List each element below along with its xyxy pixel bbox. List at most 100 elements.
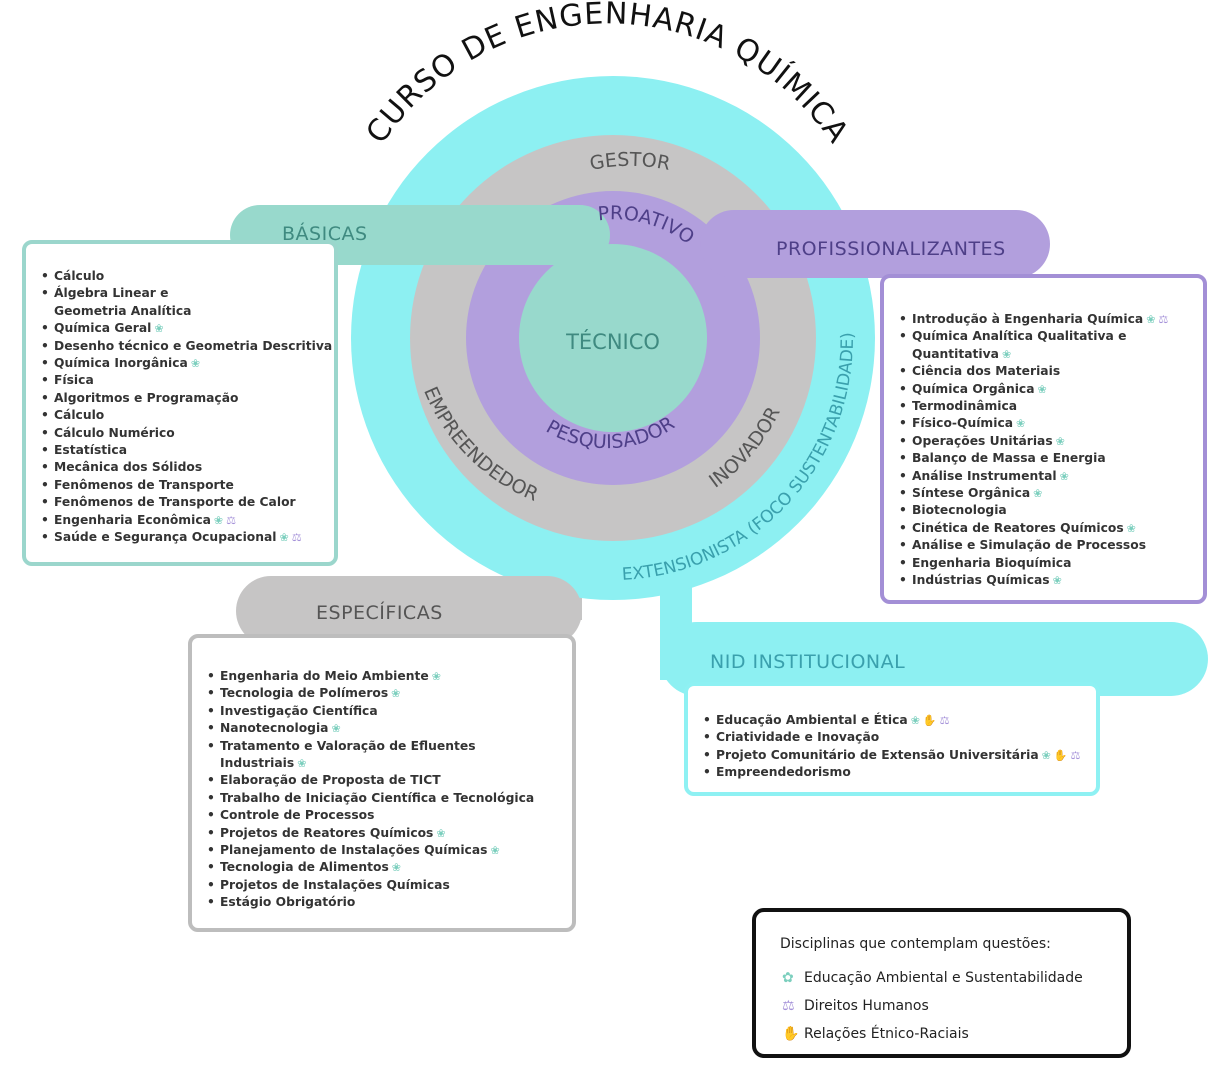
list-item-label: Química Geral — [54, 321, 152, 336]
list-item-label: Trabalho de Iniciação Científica e Tecno… — [220, 790, 535, 805]
list-item-label: Química Orgânica — [912, 381, 1035, 396]
leaf-icon: ❀ — [1055, 434, 1065, 448]
list-item-label: Cálculo — [54, 269, 105, 283]
leaf-icon: ❀ — [1037, 382, 1047, 396]
list-item-label: Tecnologia de Alimentos — [220, 860, 389, 875]
list-item-label: Elaboração de Proposta de TICT — [220, 773, 441, 788]
list-item-label: Engenharia Econômica — [54, 512, 211, 527]
leaf-icon: ❀ — [1016, 417, 1026, 431]
leaf-icon: ✿ — [782, 970, 794, 986]
list-item: Tecnologia de Polímeros❀ — [207, 685, 572, 703]
list-item: Educação Ambiental e Ética❀✋⚖ — [703, 712, 1096, 730]
leaf-icon: ❀ — [391, 687, 401, 701]
list-item-label: Engenharia do Meio Ambiente — [220, 669, 429, 683]
legend-item-direitos-humanos: ⚖Direitos Humanos — [782, 998, 929, 1014]
leaf-icon: ❀ — [490, 844, 500, 858]
list-item: Introdução à Engenharia Química❀⚖ — [899, 311, 1203, 329]
list-item: Tecnologia de Alimentos❀ — [207, 859, 572, 877]
leaf-icon: ❀ — [1033, 487, 1043, 501]
list-item: Trabalho de Iniciação Científica e Tecno… — [207, 790, 572, 808]
leaf-icon: ❀ — [154, 322, 164, 336]
leaf-icon: ❀ — [297, 757, 307, 771]
list-item: Tratamento e Valoração de Efluentes — [207, 738, 572, 756]
list-item-label: Física — [54, 373, 94, 388]
nid-pill — [660, 622, 1208, 696]
list-item: Quantitativa❀ — [912, 346, 1203, 363]
legend: Disciplinas que contemplam questões: ✿ Ed… — [752, 908, 1131, 1058]
leaf-icon: ❀ — [431, 670, 441, 683]
list-item-label: Empreendedorismo — [716, 765, 851, 780]
leaf-icon: ❀ — [1126, 521, 1136, 535]
list-item: Química Orgânica❀ — [899, 381, 1203, 399]
profissionalizantes-label: PROFISSIONALIZANTES — [776, 238, 1006, 260]
list-item: Nanotecnologia❀ — [207, 720, 572, 738]
nid-list: Educação Ambiental e Ética❀✋⚖Criatividad… — [688, 712, 1096, 782]
list-item-label: Balanço de Massa e Energia — [912, 451, 1106, 466]
profissionalizantes-list: Introdução à Engenharia Química❀⚖Química… — [884, 311, 1203, 590]
list-item-label: Mecânica dos Sólidos — [54, 460, 203, 475]
list-item-label: Operações Unitárias — [912, 433, 1053, 448]
list-item: Estatística — [41, 442, 334, 460]
legend-label: Educação Ambiental e Sustentabilidade — [804, 970, 1083, 986]
list-item-label: Ciência dos Materiais — [912, 364, 1061, 379]
list-item-label: Engenharia Bioquímica — [912, 555, 1072, 570]
hand-icon: ✋ — [1053, 748, 1068, 762]
list-item: Elaboração de Proposta de TICT — [207, 772, 572, 790]
hand-icon: ✋ — [782, 1026, 800, 1042]
list-item: Controle de Processos — [207, 807, 572, 825]
list-item-label: Estágio Obrigatório — [220, 895, 356, 910]
list-item: Cálculo — [41, 268, 334, 286]
list-item: Engenharia Bioquímica — [899, 555, 1203, 573]
list-item: Análise e Simulação de Processos — [899, 537, 1203, 555]
nid-label: NID INSTITUCIONAL — [710, 651, 906, 673]
especificas-box: Engenharia do Meio Ambiente❀Tecnologia d… — [188, 634, 576, 932]
list-item: Física — [41, 372, 334, 390]
list-item-label: Cálculo — [54, 408, 105, 423]
especificas-list: Engenharia do Meio Ambiente❀Tecnologia d… — [192, 668, 572, 912]
list-item: Engenharia do Meio Ambiente❀ — [207, 668, 572, 686]
leaf-icon: ❀ — [331, 722, 341, 736]
list-item-label: Introdução à Engenharia Química — [912, 312, 1144, 326]
basicas-label: BÁSICAS — [282, 223, 368, 245]
center-label: TÉCNICO — [565, 329, 660, 354]
list-item-label: Físico-Química — [912, 416, 1014, 431]
leaf-icon: ❀ — [279, 531, 289, 545]
especificas-pill — [236, 576, 582, 646]
list-item-label: Fenômenos de Transporte de Calor — [54, 495, 296, 510]
scale-icon: ⚖ — [782, 998, 795, 1014]
list-item: Estágio Obrigatório — [207, 894, 572, 912]
profissionalizantes-box: Introdução à Engenharia Química❀⚖Química… — [880, 274, 1207, 604]
teal-core — [519, 244, 707, 432]
list-item-label: Química Analítica Qualitativa e — [912, 329, 1127, 344]
list-item-label: Educação Ambiental e Ética — [716, 713, 908, 727]
leaf-icon: ❀ — [391, 861, 401, 875]
list-item-label: Controle de Processos — [220, 808, 375, 823]
list-item: Empreendedorismo — [703, 764, 1096, 782]
list-item: Biotecnologia — [899, 502, 1203, 520]
list-item-label: Álgebra Linear e — [54, 286, 169, 301]
list-item: Fenômenos de Transporte de Calor — [41, 494, 334, 512]
list-item: Mecânica dos Sólidos — [41, 459, 334, 477]
list-item-label: Geometria Analítica — [54, 303, 192, 318]
legend-item-sustentabilidade: ✿ Educação Ambiental e Sustentabilidade — [782, 970, 1083, 986]
list-item: Cálculo — [41, 407, 334, 425]
list-item: Ciência dos Materiais — [899, 363, 1203, 381]
leaf-icon: ❀ — [213, 513, 224, 527]
list-item: Fenômenos de Transporte — [41, 477, 334, 495]
list-item: Química Analítica Qualitativa e — [899, 328, 1203, 346]
list-item-label: Tecnologia de Polímeros — [220, 686, 389, 701]
nid-box: Educação Ambiental e Ética❀✋⚖Criatividad… — [684, 682, 1100, 796]
leaf-icon: ❀ — [190, 357, 201, 371]
list-item-label: Análise e Simulação de Processos — [912, 538, 1147, 553]
list-item-label: Projeto Comunitário de Extensão Universi… — [716, 747, 1039, 762]
list-item-label: Quantitativa — [912, 346, 999, 361]
list-item: Cinética de Reatores Químicos❀ — [899, 520, 1203, 538]
list-item-label: Cálculo Numérico — [54, 425, 175, 440]
legend-title: Disciplinas que contemplam questões: — [780, 936, 1051, 952]
list-item-label: Desenho técnico e Geometria Descritiva — [54, 338, 333, 353]
list-item: Termodinâmica — [899, 398, 1203, 416]
list-item-label: Algoritmos e Programação — [54, 390, 239, 405]
list-item-label: Nanotecnologia — [220, 721, 329, 736]
scale-icon: ⚖ — [1070, 748, 1081, 762]
